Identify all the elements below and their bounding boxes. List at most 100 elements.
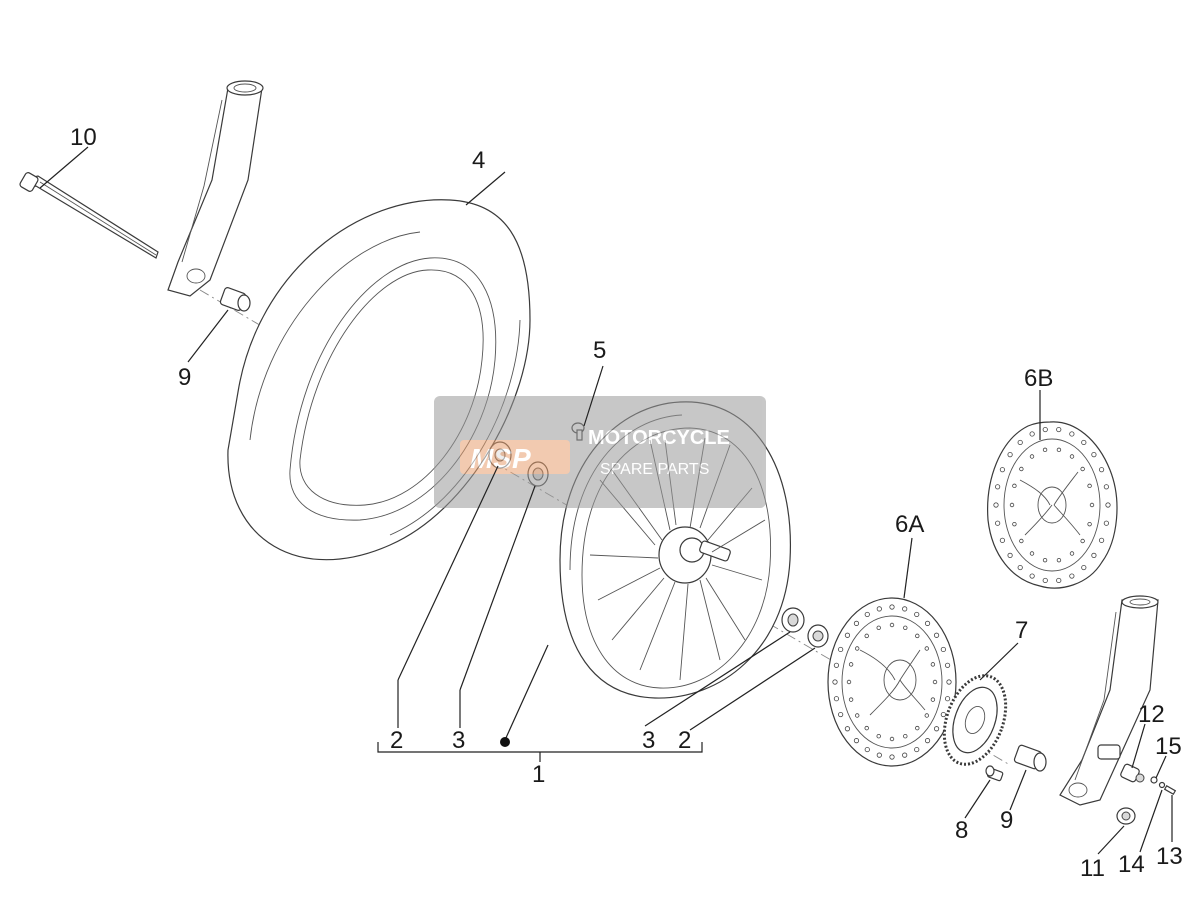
disc-hole: [1056, 577, 1062, 584]
disc-hole: [1042, 426, 1048, 433]
label-3-left: 3: [452, 727, 465, 754]
abs-tone-ring: [942, 674, 1008, 766]
disc-hole: [1056, 447, 1062, 453]
disc-hole: [1105, 502, 1111, 508]
disc-hole: [864, 725, 869, 731]
disc-hole: [1089, 502, 1095, 508]
disc-hole: [1029, 551, 1035, 556]
disc-hole: [1029, 573, 1035, 579]
disc-hole: [846, 679, 852, 685]
disc-hole: [1080, 538, 1085, 544]
disc-hole: [1007, 552, 1013, 558]
small-washer: [1158, 781, 1166, 789]
disc-hole: [1017, 439, 1023, 446]
label-13: 13: [1156, 843, 1183, 870]
part-labels: 10 4 5 9 6B 6A 7 12 15 2 3 3 2 1 8 9 11 …: [70, 124, 1183, 882]
disc-hole: [999, 537, 1006, 543]
watermark: MSP MOTORCYCLE SPARE PARTS: [434, 396, 766, 508]
brake-disc-6a: [827, 597, 957, 767]
disc-hole: [889, 604, 895, 610]
label-2-right: 2: [678, 727, 691, 754]
disc-hole: [933, 632, 940, 638]
disc-hole: [1098, 467, 1105, 473]
disc-hole: [944, 662, 951, 668]
disc-hole: [889, 736, 895, 742]
disc-hole: [876, 734, 881, 739]
watermark-text-2: SPARE PARTS: [600, 461, 709, 478]
disc-hole: [1087, 521, 1092, 527]
disc-hole: [1091, 552, 1097, 558]
disc-hole: [1042, 447, 1048, 453]
disc-hole: [940, 711, 946, 718]
dust-seal-right: [807, 624, 829, 648]
axle-part: [19, 172, 159, 259]
disc-hole: [832, 679, 838, 685]
label-5: 5: [593, 337, 606, 364]
label-14: 14: [1118, 851, 1145, 878]
disc-hole: [1042, 557, 1048, 563]
disc-hole: [1029, 454, 1035, 459]
disc-hole: [1007, 452, 1013, 458]
disc-hole: [848, 697, 854, 702]
disc-hole: [1012, 521, 1017, 527]
disc-hole: [855, 713, 860, 718]
disc-hole: [1056, 426, 1062, 433]
disc-hole: [930, 697, 936, 702]
disc-hole: [1019, 538, 1024, 544]
disc-hole: [864, 611, 870, 618]
disc-hole: [914, 746, 920, 753]
disc-hole: [1056, 557, 1062, 563]
disc-hole: [889, 622, 895, 628]
label-6B: 6B: [1024, 365, 1053, 392]
disc-hole: [1009, 502, 1015, 508]
disc-hole: [902, 606, 908, 612]
leader-lines: [39, 146, 1173, 855]
disc-hole: [838, 646, 844, 653]
disc-hole: [1017, 564, 1023, 571]
label-4: 4: [472, 147, 485, 174]
disc-hole: [864, 746, 870, 753]
disc-hole: [915, 725, 920, 731]
right-fork-leg: [1059, 595, 1159, 806]
disc-hole: [1069, 551, 1075, 556]
disc-hole: [993, 502, 999, 508]
disc-hole: [876, 752, 882, 758]
disc-hole: [1069, 454, 1075, 459]
disc-hole: [1103, 484, 1109, 490]
label-7: 7: [1015, 617, 1028, 644]
bearing-right: [781, 607, 805, 633]
brake-disc-6b-holes: [993, 426, 1111, 584]
label-3-right: 3: [642, 727, 655, 754]
disc-hole: [915, 633, 920, 639]
disc-hole: [903, 625, 908, 630]
washer: [1150, 776, 1158, 784]
disc-hole: [833, 696, 840, 702]
label-15: 15: [1155, 733, 1182, 760]
disc-hole: [930, 662, 936, 667]
disc-hole: [995, 520, 1001, 526]
label-6A: 6A: [895, 511, 924, 538]
disc-hole: [1081, 439, 1087, 446]
abs-sensor: [1120, 763, 1145, 783]
spacer-left: [219, 287, 251, 312]
disc-hole: [853, 620, 860, 626]
disc-hole: [903, 734, 908, 739]
disc-hole: [1012, 483, 1017, 489]
disc-hole: [848, 662, 854, 667]
disc-hole: [933, 726, 940, 732]
brake-disc-6b: [987, 421, 1118, 589]
disc-hole: [1019, 466, 1024, 472]
disc-hole: [1029, 431, 1035, 437]
disc-hole: [932, 679, 938, 685]
label-1: 1: [532, 761, 545, 788]
label-2-left: 2: [390, 727, 403, 754]
watermark-logo: MSP: [470, 443, 531, 474]
label-9-right: 9: [1000, 807, 1013, 834]
disc-hole: [924, 738, 931, 744]
disc-hole: [1103, 520, 1109, 526]
disc-hole: [1091, 452, 1097, 458]
watermark-text-1: MOTORCYCLE: [588, 427, 730, 449]
disc-hole: [889, 754, 895, 760]
